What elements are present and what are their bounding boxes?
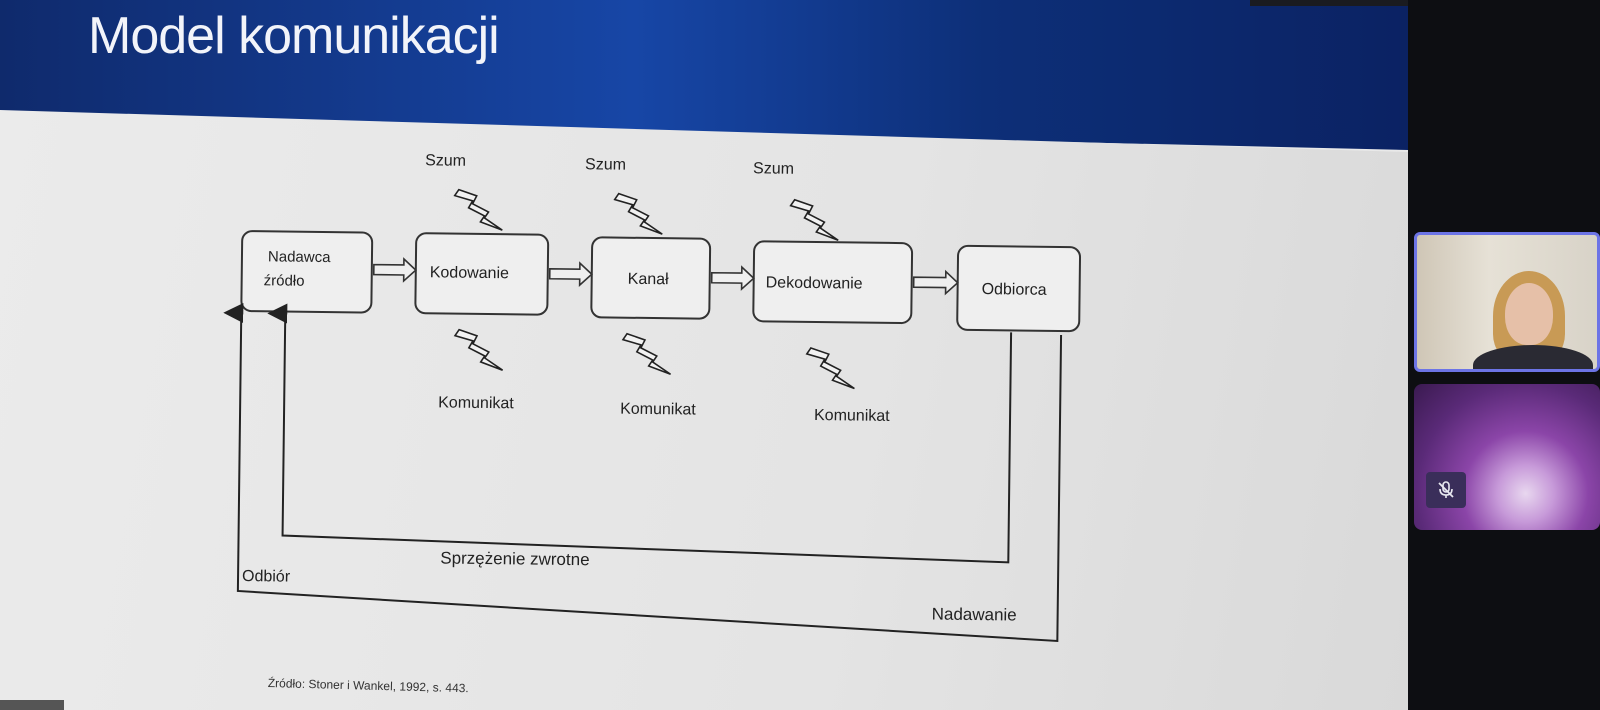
slide-title: Model komunikacji <box>88 7 500 65</box>
mic-off-icon <box>1438 481 1454 498</box>
noise-label-3: Szum <box>753 160 794 177</box>
feedback-loop-inner <box>267 303 1013 564</box>
box-receiver <box>956 244 1082 333</box>
participant-video-tile-2[interactable] <box>1414 384 1600 530</box>
mic-off-button[interactable] <box>1426 472 1466 508</box>
slide-corner-decoration <box>0 700 64 710</box>
arrow-3 <box>710 265 755 291</box>
box-sender-label-2: źródło <box>264 272 305 289</box>
communication-diagram: Nadawca źródło Kodowanie Kanał Dekodowan… <box>223 152 1082 643</box>
box-sender <box>240 230 374 314</box>
receive-label: Odbiór <box>242 568 291 586</box>
box-channel <box>590 236 712 320</box>
send-label: Nadawanie <box>932 604 1017 624</box>
arrow-1 <box>372 257 417 283</box>
noise-lightning-icon <box>621 332 672 375</box>
video-call-panel <box>1408 0 1600 710</box>
noise-label-2: Szum <box>585 156 626 173</box>
box-receiver-label: Odbiorca <box>982 281 1047 299</box>
box-encoding <box>414 232 550 316</box>
box-decoding <box>752 240 914 325</box>
box-decoding-label: Dekodowanie <box>766 274 863 292</box>
noise-lightning-icon <box>613 192 663 235</box>
noise-lightning-icon <box>805 347 855 390</box>
slide-body <box>0 110 1408 710</box>
arrow-2 <box>548 261 593 287</box>
box-encoding-label: Kodowanie <box>430 264 509 282</box>
box-sender-label: Nadawca <box>268 248 331 266</box>
box-channel-label: Kanał <box>628 271 670 289</box>
noise-lightning-icon <box>453 328 504 371</box>
message-label-1: Komunikat <box>438 394 514 412</box>
feedback-loop-outer <box>223 303 1063 643</box>
participant-face <box>1505 283 1553 345</box>
participant-video-tile[interactable] <box>1414 232 1600 372</box>
feedback-label: Sprzężenie zwrotne <box>440 548 590 569</box>
message-label-3: Komunikat <box>814 407 890 425</box>
arrow-4 <box>912 269 959 296</box>
noise-lightning-icon <box>789 198 839 242</box>
noise-lightning-icon <box>453 188 503 231</box>
message-label-2: Komunikat <box>620 401 696 419</box>
presentation-slide: Model komunikacji Nadawca źródło Kodowan… <box>0 0 1408 710</box>
noise-label-1: Szum <box>425 152 466 169</box>
participant-shoulders <box>1473 345 1593 369</box>
